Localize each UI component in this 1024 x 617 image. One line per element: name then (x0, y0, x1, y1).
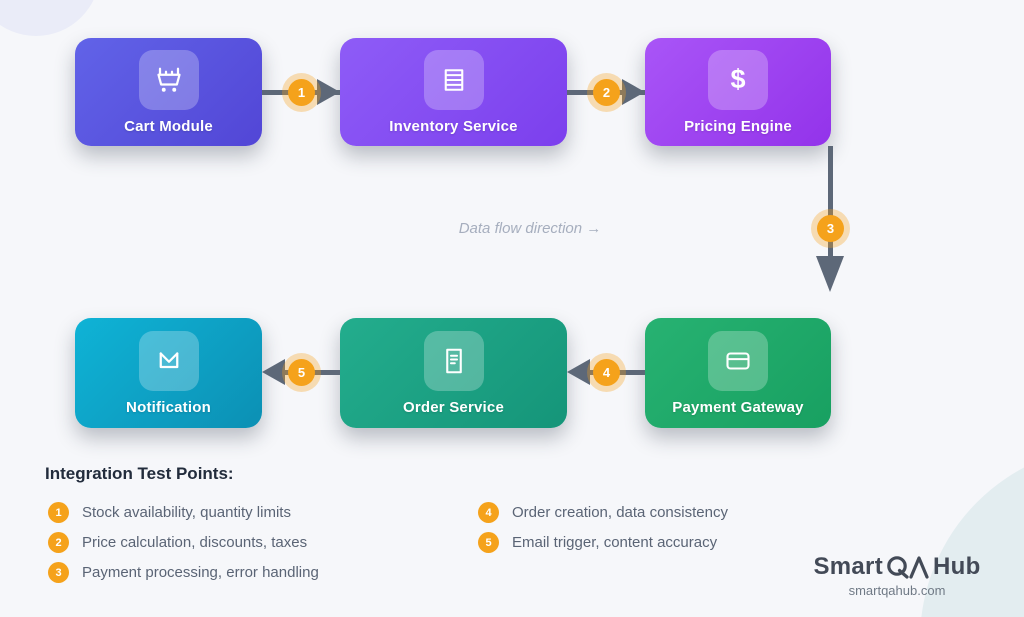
credit-card-icon (708, 330, 768, 391)
decorative-circle-topleft (0, 0, 100, 36)
flow-badge-2: 2 (593, 79, 620, 106)
arrowhead-right-2 (622, 79, 645, 105)
brand-block: Smart Hub smartqahub.com (792, 553, 1002, 598)
test-point-text: Payment processing, error handling (82, 564, 319, 581)
test-point-badge: 1 (48, 502, 69, 523)
connector-line-3 (828, 146, 833, 258)
dollar-icon: $ (708, 49, 768, 110)
dollar-symbol: $ (730, 64, 746, 94)
test-point-item: 3 Payment processing, error handling (48, 562, 319, 583)
flow-badge-3: 3 (817, 215, 844, 242)
cart-icon (138, 49, 199, 110)
test-point-item: 5 Email trigger, content accuracy (478, 532, 717, 553)
test-point-badge: 5 (478, 532, 499, 553)
node-inventory-service: Inventory Service (340, 38, 567, 146)
arrowhead-left-4 (567, 359, 590, 385)
node-order-service: Order Service (340, 318, 567, 428)
node-label: Cart Module (124, 117, 213, 135)
brand-website: smartqahub.com (848, 583, 946, 598)
node-notification: Notification (75, 318, 262, 428)
node-payment-gateway: Payment Gateway (645, 318, 831, 428)
test-point-text: Order creation, data consistency (512, 504, 728, 521)
node-label: Notification (126, 398, 211, 416)
node-label: Payment Gateway (672, 398, 804, 416)
flow-badge-1: 1 (288, 79, 315, 106)
list-icon (423, 49, 484, 110)
test-point-item: 4 Order creation, data consistency (478, 502, 728, 523)
document-icon (423, 330, 484, 391)
test-point-text: Stock availability, quantity limits (82, 504, 291, 521)
test-point-text: Price calculation, discounts, taxes (82, 534, 308, 551)
test-point-item: 2 Price calculation, discounts, taxes (48, 532, 307, 553)
test-point-badge: 2 (48, 532, 69, 553)
test-points-title: Integration Test Points: (45, 464, 234, 483)
data-flow-direction-label: Data flow direction → (458, 220, 602, 237)
test-point-badge: 4 (478, 502, 499, 523)
brand-prefix: Smart (813, 553, 883, 580)
node-label: Pricing Engine (684, 117, 792, 135)
arrowhead-right-1 (317, 79, 340, 105)
envelope-icon (138, 330, 199, 391)
node-label: Inventory Service (389, 117, 518, 135)
test-point-item: 1 Stock availability, quantity limits (48, 502, 291, 523)
node-cart-module: Cart Module (75, 38, 262, 146)
flow-badge-4: 4 (593, 359, 620, 386)
node-label: Order Service (403, 398, 504, 416)
arrowhead-left-5 (262, 359, 285, 385)
node-pricing-engine: $ Pricing Engine (645, 38, 831, 146)
brand-wordmark: Smart Hub (792, 553, 1002, 581)
test-point-badge: 3 (48, 562, 69, 583)
brand-suffix: Hub (932, 553, 981, 580)
flow-badge-5: 5 (288, 359, 315, 386)
qa-logo-mark (887, 556, 929, 579)
arrowhead-down-3 (816, 256, 844, 292)
test-point-text: Email trigger, content accuracy (512, 534, 718, 551)
